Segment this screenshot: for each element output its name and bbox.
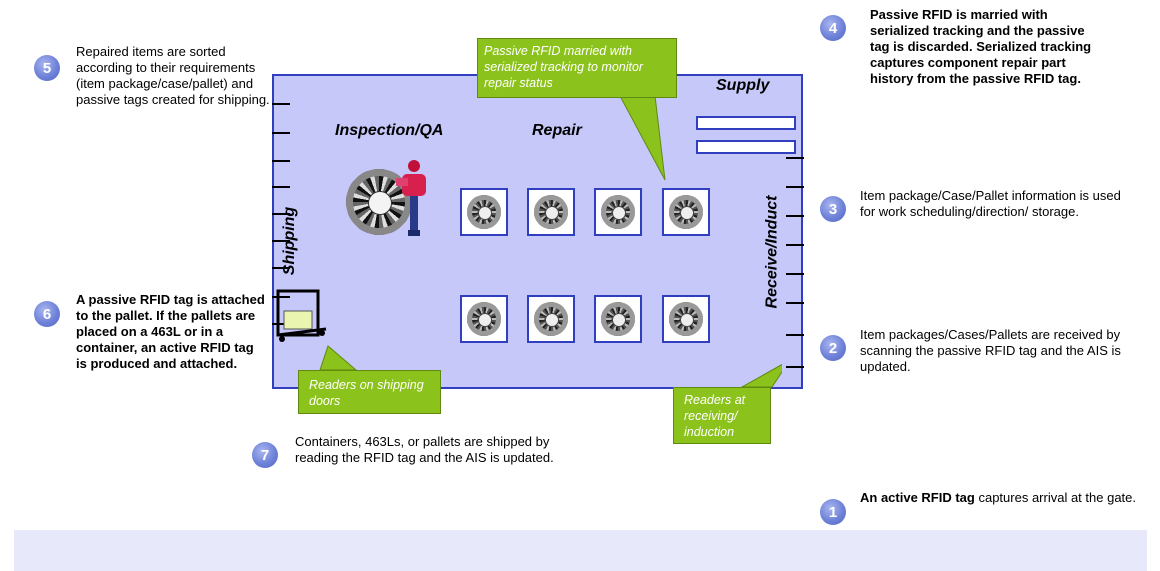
wall-tick [272,160,290,162]
worker-icon [396,160,426,236]
gear-icon [601,302,635,336]
repair-item-box [594,295,642,343]
zone-supply-label: Supply [716,77,770,94]
step-1-rest: captures arrival at the gate. [974,490,1137,505]
step-7-badge: 7 [252,442,278,468]
wall-tick [272,296,290,298]
repair-item-box [460,188,508,236]
repair-item-box [460,295,508,343]
wall-tick [786,215,804,217]
step-1-bold: An active RFID tag [860,490,975,505]
footer-band [14,530,1147,571]
wall-tick [786,157,804,159]
zone-receive-induct-label: Receive/Induct [763,195,781,309]
wall-tick [786,334,804,336]
gear-icon [534,302,568,336]
callout-shipping-doors: Readers on shipping doors [298,370,441,414]
gear-icon [669,302,703,336]
callout-receiving: Readers at receiving/ induction [673,387,771,444]
wall-tick [272,186,290,188]
step-5-text: Repaired items are sorted according to t… [76,44,270,107]
supply-shelf [696,140,796,154]
wall-tick [786,273,804,275]
wall-tick [272,240,290,242]
step-2-text: Item packages/Cases/Pallets are received… [860,327,1121,374]
wall-tick [786,302,804,304]
step-1-text: An active RFID tag captures arrival at t… [860,490,1140,506]
step-6-text: A passive RFID tag is attached to the pa… [76,292,265,371]
step-1-badge: 1 [820,499,846,525]
step-2-badge: 2 [820,335,846,361]
step-3-badge: 3 [820,196,846,222]
repair-item-box [594,188,642,236]
wall-tick [272,323,290,325]
step-5-badge: 5 [34,55,60,81]
callout-passive-rfid: Passive RFID married with serialized tra… [477,38,677,98]
step-3-text: Item package/Case/Pallet information is … [860,188,1121,219]
wall-tick [786,186,804,188]
wall-tick [272,103,290,105]
repair-item-box [527,295,575,343]
repair-item-box [662,295,710,343]
step-7-text: Containers, 463Ls, or pallets are shippe… [295,434,554,465]
wall-tick [786,244,804,246]
gear-icon [601,195,635,229]
zone-inspection-label: Inspection/QA [335,122,444,139]
gear-icon [467,302,501,336]
repair-item-box [527,188,575,236]
zone-shipping-label: Shipping [281,206,299,276]
supply-shelf [696,116,796,130]
pallet-icon [276,289,327,342]
wall-tick [786,366,804,368]
wall-tick [272,132,290,134]
zone-repair-label: Repair [532,122,582,139]
gear-icon [669,195,703,229]
wall-tick [272,267,290,269]
repair-item-box [662,188,710,236]
gear-icon [534,195,568,229]
step-4-badge: 4 [820,15,846,41]
wall-tick [272,213,290,215]
step-6-badge: 6 [34,301,60,327]
step-4-text: Passive RFID is married with serialized … [870,7,1092,86]
gear-icon [467,195,501,229]
